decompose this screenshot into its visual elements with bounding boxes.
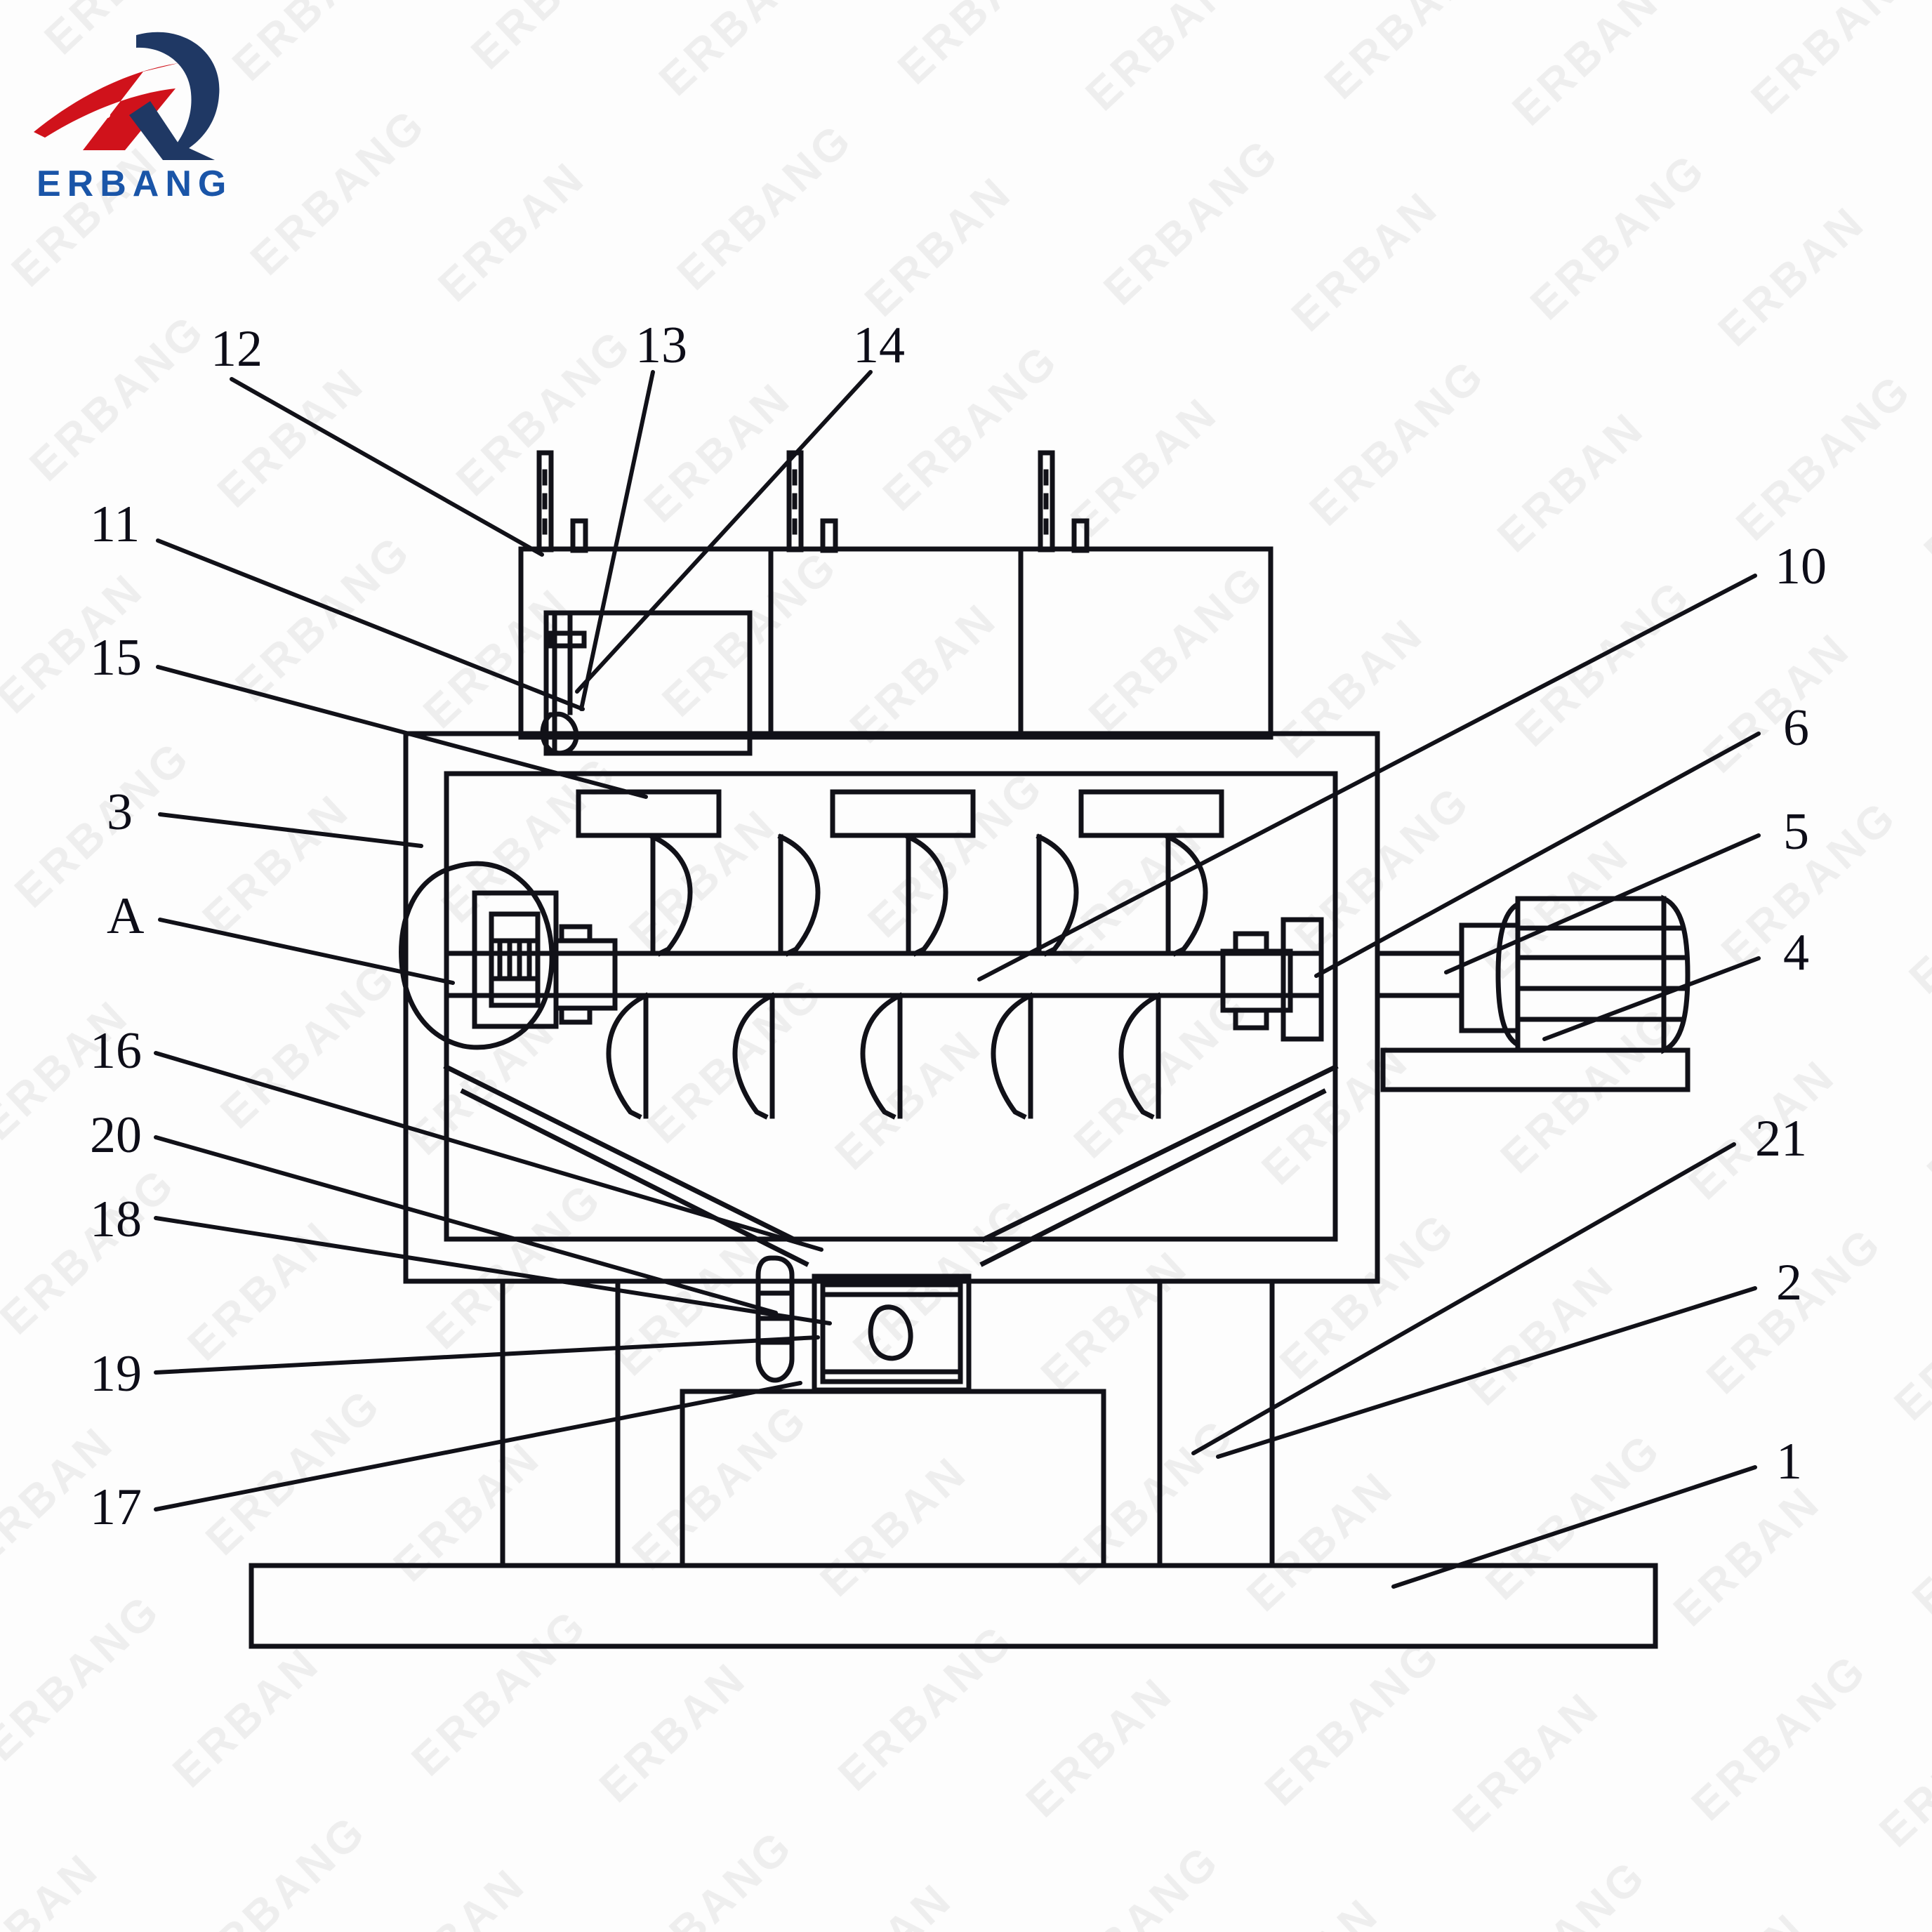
brand-wordmark: ERBANG bbox=[37, 164, 233, 204]
callout-14: 14 bbox=[853, 317, 905, 374]
hopper-actuator-rods bbox=[536, 450, 1090, 553]
mixing-shaft bbox=[444, 951, 1323, 998]
inlet-baffle-boxes bbox=[576, 789, 1224, 838]
top-hopper-assembly bbox=[518, 546, 1273, 740]
mixer-outer-casing bbox=[403, 731, 1380, 1284]
shaft-coupling bbox=[1220, 917, 1324, 1042]
callout-3: 3 bbox=[107, 783, 133, 841]
base-plate bbox=[249, 1563, 1658, 1649]
erbang-logo-icon bbox=[34, 32, 220, 160]
callout-2: 2 bbox=[1776, 1254, 1802, 1311]
callout-16: 16 bbox=[90, 1022, 142, 1080]
callout-10: 10 bbox=[1775, 538, 1827, 595]
callout-5: 5 bbox=[1783, 803, 1809, 861]
callout-4: 4 bbox=[1783, 924, 1809, 981]
callout-13: 13 bbox=[635, 317, 687, 374]
callout-1: 1 bbox=[1776, 1433, 1802, 1490]
callout-19: 19 bbox=[90, 1345, 142, 1403]
callout-18: 18 bbox=[90, 1191, 142, 1248]
callout-20: 20 bbox=[90, 1106, 142, 1164]
mixer-inner-chamber bbox=[443, 771, 1339, 1267]
drive-shaft-stub bbox=[1375, 951, 1464, 998]
support-stand bbox=[500, 1278, 1275, 1568]
callout-21: 21 bbox=[1755, 1110, 1807, 1167]
callout-12: 12 bbox=[211, 320, 263, 378]
callout-17: 17 bbox=[90, 1478, 142, 1536]
callout-15: 15 bbox=[90, 629, 142, 687]
discharge-valve bbox=[755, 1255, 972, 1393]
lower-ribbon-blades bbox=[606, 992, 1162, 1120]
callout-11: 11 bbox=[90, 496, 140, 553]
callout-6: 6 bbox=[1783, 699, 1809, 757]
upper-ribbon-blades bbox=[649, 833, 1208, 957]
callout-a: A bbox=[107, 887, 145, 945]
shaft-seal-detail-a bbox=[399, 861, 618, 1050]
leader-lines bbox=[154, 370, 1761, 1589]
drive-motor bbox=[1380, 894, 1690, 1092]
